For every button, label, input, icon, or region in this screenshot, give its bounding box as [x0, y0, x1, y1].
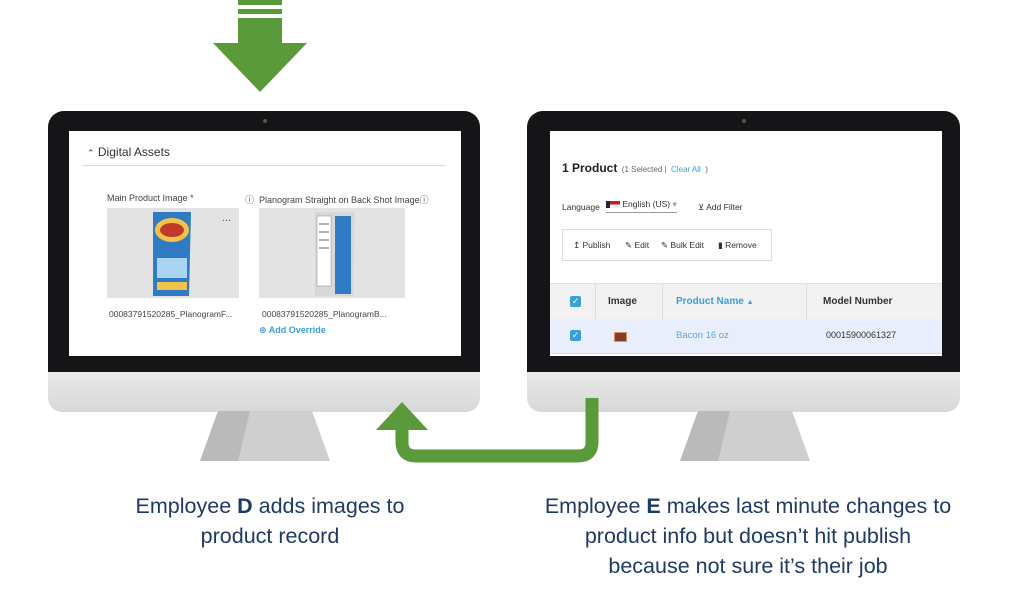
info-icon[interactable]: ⓘ [245, 195, 255, 205]
row-checkbox[interactable]: ✓ [570, 330, 581, 341]
edit-button[interactable]: ✎ Edit [625, 240, 650, 250]
more-menu-icon[interactable]: ... [221, 212, 231, 224]
right-monitor-stand [680, 411, 810, 461]
planogram-back-image[interactable] [259, 208, 405, 298]
filter-icon: ⊻ [698, 202, 705, 212]
down-arrow-icon [213, 0, 307, 92]
plus-circle-icon: ⊕ [259, 325, 267, 335]
header-image: Image [608, 296, 637, 307]
image2-label: Planogram Straight on Back Shot Imageⓘ [259, 195, 429, 205]
clear-all-link[interactable]: Clear All [671, 165, 701, 174]
chip-bag-front-image [153, 212, 191, 296]
chip-bag-back-image [315, 212, 355, 296]
sort-ascending-icon: ▲ [746, 299, 754, 306]
table-header-row: ✓ Image Product Name ▲ Model Number [550, 283, 942, 321]
file1-name[interactable]: 00083791520285_PlanogramF... [109, 309, 233, 319]
image1-label: Main Product Image * [107, 193, 194, 203]
header-product-name[interactable]: Product Name ▲ [676, 296, 754, 307]
action-toolbar: ↥ Publish ✎ Edit ✎ Bulk Edit ▮ Remove [562, 229, 772, 261]
select-all-checkbox[interactable]: ✓ [570, 296, 581, 307]
row-model-number: 00015900061327 [826, 330, 897, 340]
info-icon[interactable]: ⓘ [419, 195, 429, 205]
dropdown-arrow-icon: ▾ [672, 199, 677, 209]
left-monitor-stand [200, 411, 330, 461]
language-label: Language [562, 202, 600, 212]
pencil-icon: ✎ [661, 240, 669, 250]
product-thumbnail[interactable] [614, 332, 627, 342]
table-row[interactable]: ✓ Bacon 16 oz 00015900061327 [550, 319, 942, 354]
digital-assets-header[interactable]: ⌃ Digital Assets [87, 145, 170, 159]
add-override-button[interactable]: ⊕ Add Override [259, 325, 326, 335]
header-model-number: Model Number [823, 296, 893, 307]
pencil-icon: ✎ [625, 240, 633, 250]
right-screen: 1 Product (1 Selected | Clear All ) Lang… [550, 131, 942, 356]
publish-button[interactable]: ↥ Publish [573, 240, 611, 250]
return-arrow-icon [376, 398, 599, 463]
section-title: Digital Assets [97, 145, 170, 159]
upload-icon: ↥ [573, 240, 581, 250]
caption-employee-e: Employee E makes last minute changes to … [544, 494, 952, 578]
left-screen: ⌃ Digital Assets Main Product Image * ⓘ … [69, 131, 461, 356]
chevron-up-icon: ⌃ [87, 148, 95, 158]
bulk-edit-button[interactable]: ✎ Bulk Edit [661, 240, 705, 250]
divider [83, 165, 445, 166]
product-count-title: 1 Product (1 Selected | Clear All ) [562, 161, 708, 175]
us-flag-icon [606, 201, 620, 209]
main-product-image[interactable]: ... [107, 208, 239, 298]
caption-employee-d: Employee D adds images to product record [135, 494, 405, 548]
row-product-name[interactable]: Bacon 16 oz [676, 330, 729, 341]
language-select[interactable]: English (US) ▾ [606, 199, 677, 213]
file2-name[interactable]: 00083791520285_PlanogramB... [262, 309, 387, 319]
remove-button[interactable]: ▮ Remove [718, 240, 757, 250]
trash-icon: ▮ [718, 240, 723, 250]
add-filter-button[interactable]: ⊻ Add Filter [698, 202, 743, 212]
